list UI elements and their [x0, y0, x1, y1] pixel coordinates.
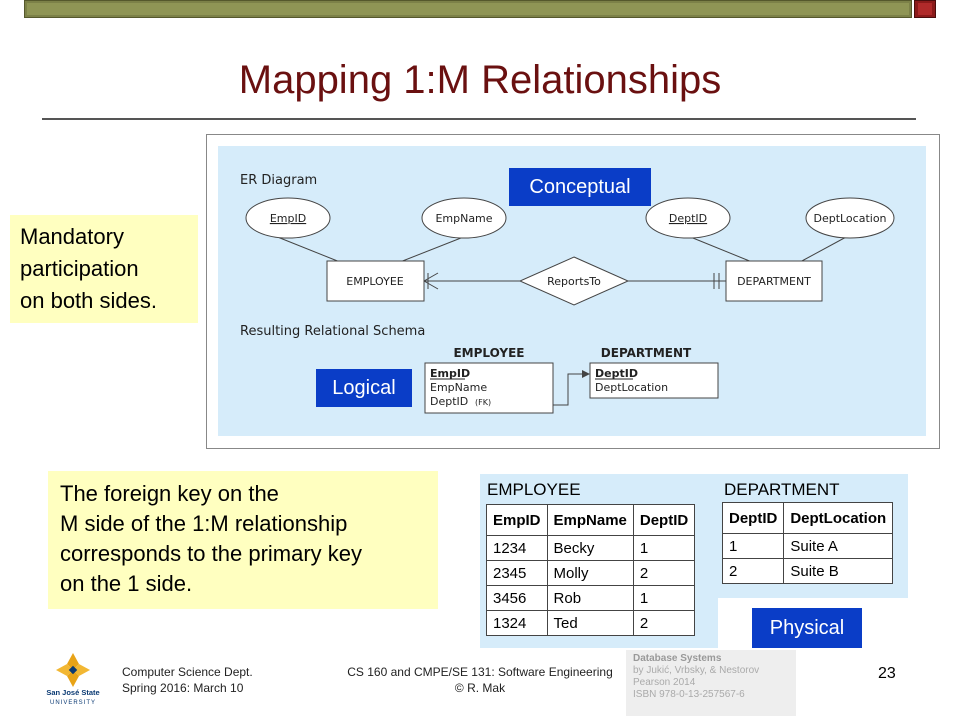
table-row: 1324 Ted 2 [486, 610, 696, 636]
table-cell: 1 [721, 533, 785, 559]
column-header: DeptID [721, 502, 785, 534]
top-decorative-bar-inner [27, 3, 909, 15]
connector-deptlocation [799, 235, 849, 263]
schema-heading: Resulting Relational Schema [240, 324, 425, 339]
table-row: 2345 Molly 2 [486, 560, 696, 586]
entity-employee: EMPLOYEE [346, 275, 404, 288]
mandatory-participation-note: Mandatory participation on both sides. [10, 215, 198, 323]
entity-department-shape [725, 260, 823, 302]
attribute-deptid: DeptID [669, 212, 707, 225]
table-cell: Rob [546, 585, 634, 611]
schema-department-title: DEPARTMENT [601, 346, 692, 360]
er-diagram-heading: ER Diagram [240, 173, 317, 188]
schema-department-location: DeptLocation [595, 381, 668, 394]
corner-decoration-inner [918, 3, 932, 15]
footer-line: © R. Mak [454, 681, 506, 695]
table-header-row: EmpID EmpName DeptID [486, 504, 696, 536]
title-divider [42, 118, 916, 120]
table-row: 1234 Becky 1 [486, 535, 696, 561]
connector-empname [399, 235, 467, 263]
column-header: DeptID [632, 504, 696, 536]
column-header: EmpName [546, 504, 634, 536]
table-cell: Suite B [783, 558, 894, 584]
fk-reference-arrow [553, 373, 584, 406]
schema-employee-pk: EmpID [430, 367, 470, 380]
footer-line: Spring 2016: March 10 [122, 681, 244, 695]
schema-department-pk: DeptID [595, 367, 638, 380]
crowfoot-lower [423, 280, 439, 290]
table-cell: 2 [632, 610, 696, 636]
attribute-empname: EmpName [435, 212, 492, 225]
relationship-diamond [518, 256, 630, 306]
citation-box: Database Systems by Jukić, Vrbsky, & Nes… [626, 650, 796, 716]
note-line: participation [20, 256, 139, 281]
table-cell: 1 [632, 585, 696, 611]
column-header: DeptLocation [783, 502, 894, 534]
logo-text-line1: San José State [46, 688, 99, 697]
note-line: Mandatory [20, 224, 124, 249]
citation-line: by Jukić, Vrbsky, & Nestorov [633, 665, 760, 676]
attribute-deptlocation: DeptLocation [813, 212, 886, 225]
schema-employee-fk: DeptID [430, 395, 468, 408]
foreign-key-note: The foreign key on the M side of the 1:M… [48, 471, 438, 609]
table-cell: Ted [546, 610, 634, 636]
schema-employee-name: EmpName [430, 381, 487, 394]
footer-course: CS 160 and CMPE/SE 131: Software Enginee… [330, 664, 630, 696]
note-line: on the 1 side. [60, 571, 193, 596]
sjsu-logo-icon: San José State UNIVERSITY [46, 653, 100, 706]
table-row: 1 Suite A [721, 533, 894, 559]
attribute-empid: EmpID [270, 212, 306, 225]
physical-employee-title: EMPLOYEE [487, 480, 581, 499]
slide-title: Mapping 1:M Relationships [238, 58, 722, 102]
table-row: 3456 Rob 1 [486, 585, 696, 611]
note-line: The foreign key on the [60, 481, 279, 506]
tag-logical: Logical [316, 369, 412, 407]
table-cell: 2 [632, 560, 696, 586]
table-cell: Suite A [783, 533, 894, 559]
tag-physical: Physical [752, 608, 862, 648]
footer-department: Computer Science Dept. Spring 2016: Marc… [122, 664, 253, 696]
note-line: corresponds to the primary key [60, 541, 363, 566]
attribute-empname-shape [421, 197, 507, 239]
fk-arrowhead-icon [582, 370, 590, 378]
citation-line: Pearson 2014 [633, 677, 696, 688]
attribute-deptid-shape [645, 197, 731, 239]
physical-department-table: DeptID DeptLocation 1 Suite A 2 Suite B [721, 502, 894, 584]
table-cell: 1234 [486, 535, 548, 561]
connector-empid [274, 235, 341, 263]
logo-text-line2: UNIVERSITY [50, 700, 96, 706]
note-line: on both sides. [20, 288, 157, 313]
table-cell: 1324 [486, 610, 548, 636]
footer-line: Computer Science Dept. [122, 665, 253, 679]
schema-department-box [589, 362, 719, 399]
schema-fk-marker: (FK) [475, 398, 491, 407]
citation-title: Database Systems [633, 653, 722, 664]
tag-conceptual: Conceptual [509, 168, 651, 206]
table-cell: Becky [546, 535, 634, 561]
attribute-empid-shape [245, 197, 331, 239]
citation-line: ISBN 978-0-13-257567-6 [633, 689, 745, 700]
table-cell: Molly [546, 560, 634, 586]
column-header: EmpID [486, 504, 548, 536]
note-line: M side of the 1:M relationship [60, 511, 348, 536]
physical-employee-table: EmpID EmpName DeptID 1234 Becky 1 2345 M… [486, 504, 696, 636]
table-cell: 2 [721, 558, 785, 584]
table-header-row: DeptID DeptLocation [721, 502, 894, 534]
table-row: 2 Suite B [721, 558, 894, 584]
footer-line: CS 160 and CMPE/SE 131: Software Enginee… [347, 665, 613, 679]
table-cell: 2345 [486, 560, 548, 586]
attribute-deptlocation-shape [805, 197, 895, 239]
table-cell: 1 [632, 535, 696, 561]
table-cell: 3456 [486, 585, 548, 611]
entity-employee-shape [326, 260, 425, 302]
schema-employee-title: EMPLOYEE [453, 346, 524, 360]
connector-deptid [687, 235, 753, 263]
physical-department-title: DEPARTMENT [724, 480, 840, 499]
relationship-label: ReportsTo [547, 275, 601, 288]
page-number: 23 [878, 665, 896, 682]
entity-department: DEPARTMENT [737, 275, 811, 288]
schema-employee-box [424, 362, 554, 414]
crowfoot-upper [423, 272, 439, 282]
